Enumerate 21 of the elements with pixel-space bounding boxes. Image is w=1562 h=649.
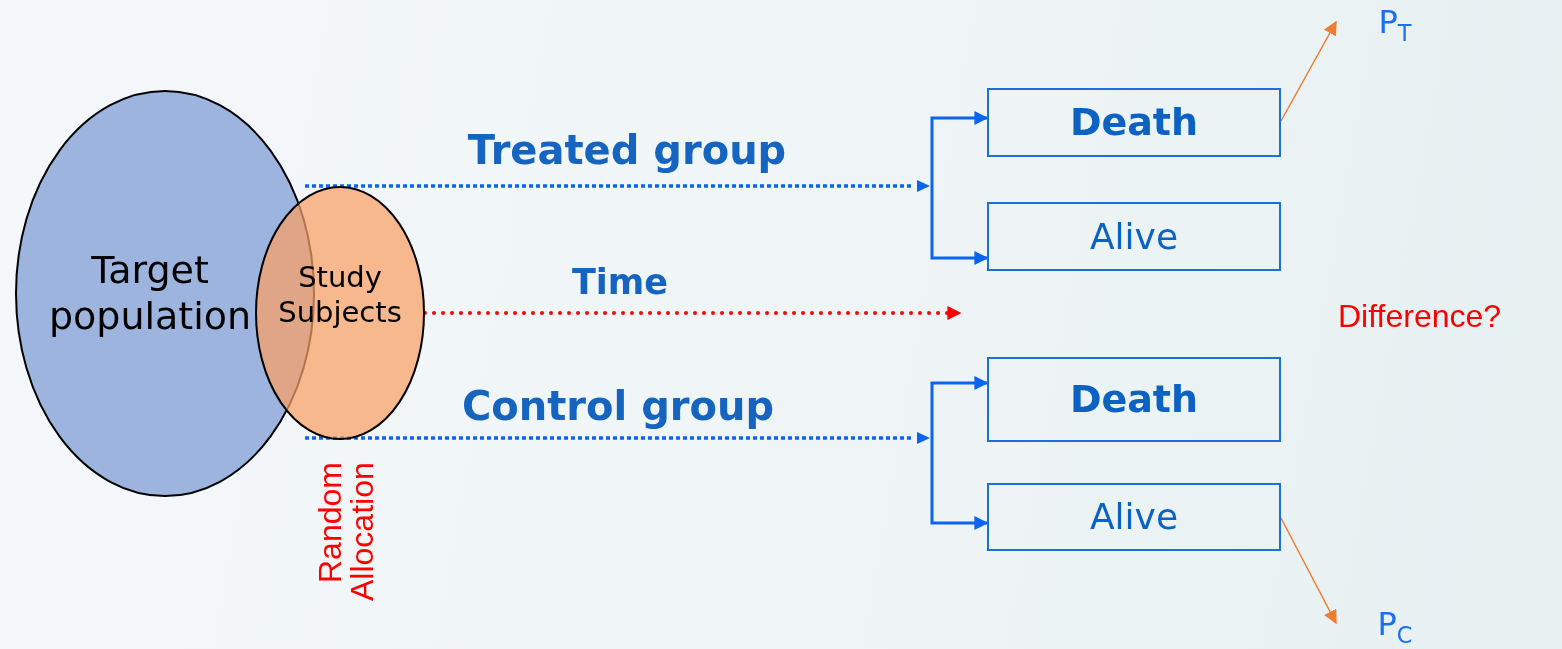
edge-label: Control group (461, 383, 775, 429)
edge-label: Treated group (467, 127, 787, 173)
probability-label: P$_{T}$ (1378, 3, 1412, 47)
outcome-box (987, 88, 1281, 157)
outcome-box (987, 357, 1281, 442)
outcome-label: Death (1069, 99, 1199, 146)
probability-label: P$_{C}$ (1377, 604, 1413, 649)
ellipse-label: Study Subjects (277, 260, 403, 330)
outcome-box (987, 483, 1281, 551)
arrow (1280, 517, 1337, 625)
outcome-label: Alive (1089, 495, 1179, 539)
subjects-ellipse (255, 186, 425, 440)
outcome-label: Death (1069, 376, 1199, 423)
arrow (1280, 20, 1337, 122)
outcome-label: Alive (1089, 214, 1179, 259)
dotted-arrow (423, 306, 962, 320)
edge-label: Time (571, 262, 669, 302)
question-label: Difference? (1338, 300, 1503, 332)
outcome-box (987, 202, 1281, 271)
rotated-label: Random Allocation (314, 462, 381, 603)
ellipse-label: Target population (47, 247, 253, 340)
